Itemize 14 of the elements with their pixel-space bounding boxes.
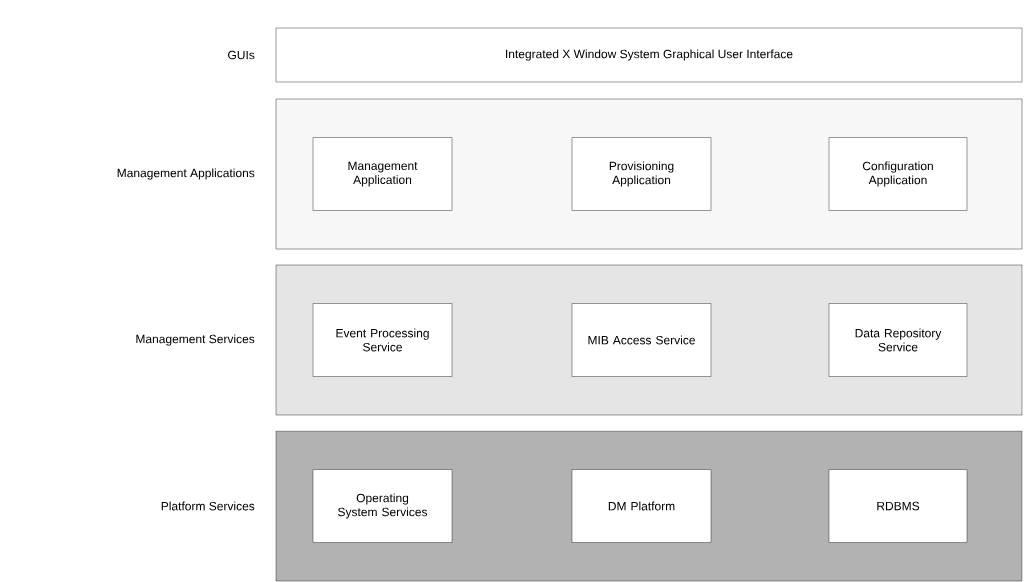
service-box: Data Repository Service (828, 303, 968, 377)
service-box: MIB Access Service (571, 303, 712, 377)
service-box: Management Application (312, 137, 453, 211)
layer-label: GUIs (228, 50, 255, 60)
service-box: RDBMS (828, 469, 968, 543)
service-box: Event Processing Service (312, 303, 453, 377)
layer-label: Platform Services (161, 501, 255, 511)
layer-band: Integrated X Window System Graphical User Interface (275, 27, 1023, 83)
layer-label: Management Services (136, 334, 255, 346)
service-box: Configuration Application (828, 137, 968, 211)
layer-label: Management Applications (117, 168, 255, 180)
service-box: DM Platform (571, 469, 712, 543)
service-box: Provisioning Application (571, 137, 712, 211)
service-box: Operating System Services (312, 469, 453, 543)
